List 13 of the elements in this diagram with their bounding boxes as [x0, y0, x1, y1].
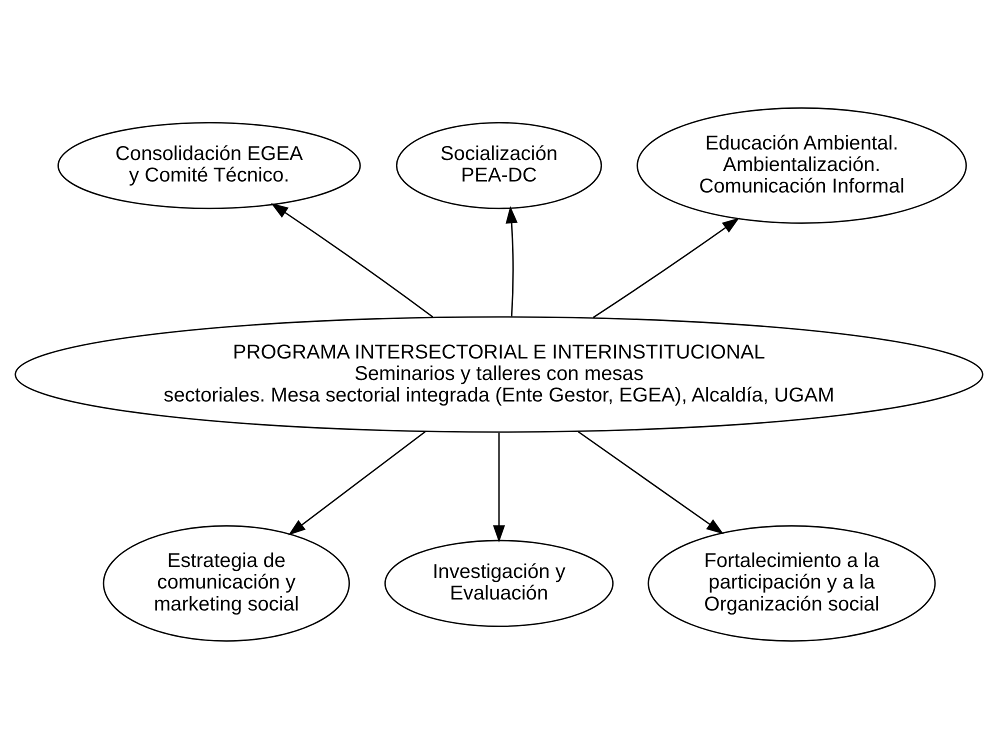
arrow	[492, 432, 505, 543]
arrow	[288, 431, 426, 536]
node-ellipse: Socialización PEA-DC	[395, 122, 602, 210]
node-ellipse: Educación Ambiental. Ambientalización. Comunicación Informal	[636, 107, 966, 224]
arrow	[270, 203, 433, 318]
node-ellipse: Investigación y Evaluación	[384, 540, 614, 628]
arrow	[592, 218, 739, 318]
node-ellipse: Consolidación EGEA y Comité Técnico.	[56, 122, 360, 210]
arrow	[577, 431, 724, 534]
node-ellipse: Fortalecimiento a la participación y a la Organización social	[647, 525, 936, 642]
node-ellipse: PROGRAMA INTERSECTORIAL E INTERINSTITUCIONAL Seminarios y talleres con mesas sectoriales. Mesa sectorial integrada (Ente Gestor, EGEA), Alcaldía, UGAM	[14, 316, 983, 433]
node-ellipse: Estrategia de comunicación y marketing social	[102, 525, 350, 642]
arrow	[505, 206, 518, 316]
